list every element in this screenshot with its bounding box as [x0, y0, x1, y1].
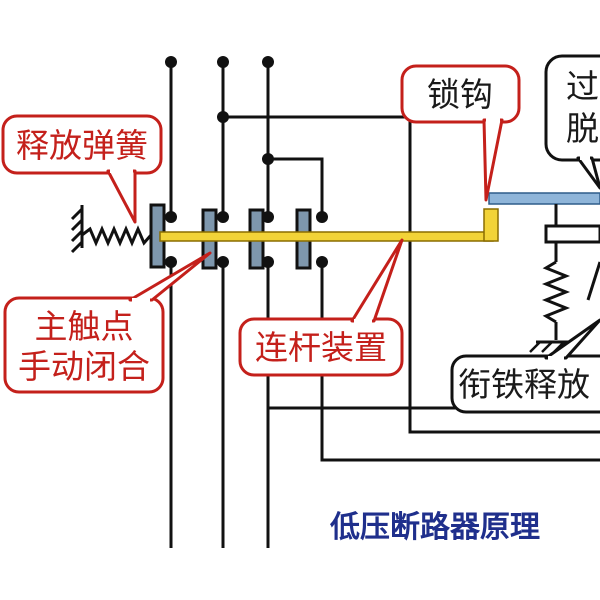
label-armature-release: 衔铁释放: [450, 318, 600, 414]
label-main-contacts: 主触点 手动闭合: [3, 251, 212, 394]
armature-spring: [541, 260, 571, 324]
linkage-text: 连杆装置: [255, 328, 387, 367]
tap-dots: [217, 111, 274, 165]
lock-mechanism: [488, 192, 600, 353]
tap-wires: [223, 115, 600, 434]
label-release-spring: 释放弹簧: [1, 114, 163, 224]
armature-release-text: 衔铁释放: [458, 365, 590, 404]
bottom-band: [0, 548, 600, 600]
top-band: [0, 0, 600, 48]
lock-hook-tip: [483, 208, 499, 242]
terminal-dots-top: [165, 56, 274, 68]
label-linkage: 连杆装置: [238, 238, 404, 377]
lock-hook-text: 锁钩: [427, 75, 493, 114]
release-spring-text: 释放弹簧: [16, 126, 148, 165]
main-contacts-text-1: 主触点: [35, 307, 134, 346]
armature-block: [544, 224, 600, 244]
linkage-bar: [159, 208, 499, 242]
phase-lines-upper: [169, 62, 270, 215]
main-contacts: [149, 203, 328, 270]
release-spring: [70, 205, 153, 254]
label-over-current-release: 过 脱: [544, 54, 600, 190]
diagram-caption: 低压断路器原理: [329, 510, 540, 545]
main-contacts-text-2: 手动闭合: [18, 347, 150, 386]
lock-bar: [488, 192, 600, 205]
over-current-text-2: 脱: [566, 109, 599, 148]
label-lock-hook: 锁钩: [400, 64, 521, 202]
over-current-text-1: 过: [566, 67, 599, 106]
